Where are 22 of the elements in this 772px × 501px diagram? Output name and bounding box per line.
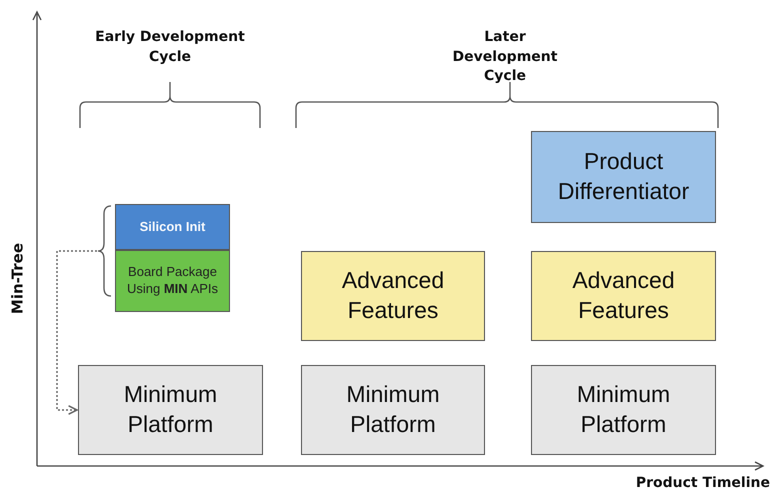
phase-heading: Early Development Cycle [94, 28, 246, 67]
axis-title: Product Timeline [634, 474, 770, 493]
process-box [78, 365, 263, 455]
process-box [531, 251, 716, 341]
box-text: Minimum Platform [576, 380, 672, 439]
curly-brace [97, 205, 111, 297]
process-box [531, 131, 716, 223]
process-box [301, 365, 485, 455]
box-text: Product Differentiator [556, 147, 690, 206]
layer-box [115, 250, 230, 312]
phase-heading: Later Development Cycle [452, 28, 558, 86]
box-text: Minimum Platform [345, 380, 441, 439]
process-box [531, 365, 716, 455]
box-text: Silicon Init [140, 218, 206, 236]
box-text: Advanced Features [340, 266, 446, 325]
process-box [301, 251, 485, 341]
axis-title: Min-Tree [8, 242, 28, 316]
box-text: Minimum Platform [122, 380, 218, 439]
box-text: Board Package Using MIN APIs [126, 264, 220, 298]
layer-box [115, 204, 230, 250]
dotted-arrow [56, 250, 97, 415]
box-text: Advanced Features [571, 266, 676, 325]
